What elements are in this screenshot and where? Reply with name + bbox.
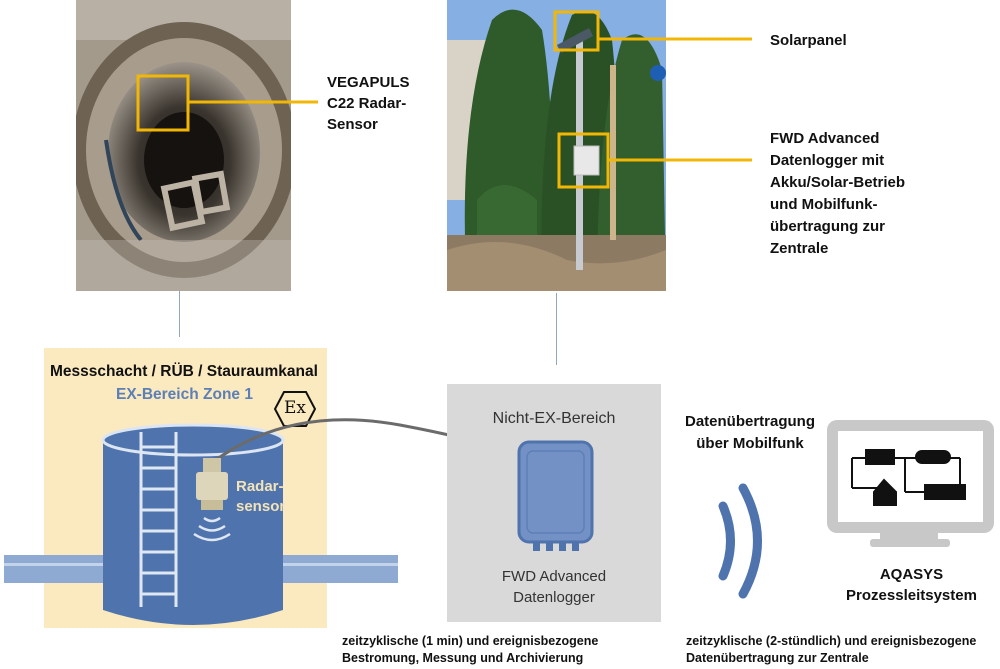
logger-label-line: Akku/Solar-Betrieb xyxy=(770,174,906,191)
logger-device-label-line: FWD Advanced xyxy=(501,568,607,585)
sensor-label-line: C22 Radar- xyxy=(327,95,407,112)
radar-sensor-label-line: Radar- xyxy=(236,478,284,495)
logger-connector-icon xyxy=(533,542,540,551)
radar-wave-icon xyxy=(193,516,231,542)
logger-label-line: übertragung zur xyxy=(770,218,885,235)
transmission-title-line: über Mobilfunk xyxy=(696,435,804,452)
logger-connector-icon xyxy=(572,542,579,551)
logger-label-line: Datenlogger mit xyxy=(770,152,885,169)
photo-connector-right xyxy=(556,293,557,365)
sensor-label-line: VEGAPULS xyxy=(327,74,410,91)
shaft-body xyxy=(103,440,283,625)
logger-post-photo xyxy=(447,0,666,291)
caption-right-line: Datenübertragung zur Zentrale xyxy=(686,651,869,665)
transmission-title-line: Datenübertragung xyxy=(684,413,815,430)
logger-post-photo-drawing xyxy=(447,0,666,291)
control-system-label: AQASYS Prozessleitsystem xyxy=(828,564,995,606)
manhole-photo xyxy=(76,0,291,291)
caption-left-line: zeitzyklische (1 min) und ereignisbezoge… xyxy=(342,634,599,648)
process-schematic-icon xyxy=(851,449,966,506)
logger-device-label: FWD Advanced Datenlogger xyxy=(447,566,661,608)
ex-zone-subtitle: EX-Bereich Zone 1 xyxy=(116,386,253,403)
control-system-label-line: AQASYS xyxy=(879,566,944,583)
caption-right-line: zeitzyklische (2-stündlich) und ereignis… xyxy=(686,634,977,648)
solar-photo-label: Solarpanel xyxy=(770,32,847,49)
radar-sensor-label: Radar- sensor xyxy=(236,477,285,517)
ex-symbol-text: Ex xyxy=(284,398,306,418)
shaft-ladder xyxy=(139,432,178,607)
manhole-photo-drawing xyxy=(76,0,291,291)
logger-photo-label: FWD Advanced Datenlogger mit Akku/Solar-… xyxy=(770,128,905,260)
sensor-photo-label: VEGAPULS C22 Radar- Sensor xyxy=(327,72,410,135)
non-ex-zone-title: Nicht-EX-Bereich xyxy=(492,410,616,427)
radar-sensor-label-line: sensor xyxy=(236,498,286,515)
logger-connector-icon xyxy=(559,542,566,551)
ex-zone-title: Messschacht / RÜB / Stauraumkanal xyxy=(50,363,318,380)
control-system-label-line: Prozessleitsystem xyxy=(846,587,977,604)
logger-label-line: Zentrale xyxy=(770,240,829,257)
logger-device-label-line: Datenlogger xyxy=(513,589,595,606)
sensor-label-line: Sensor xyxy=(327,116,378,133)
caption-left-line: Bestromung, Messung und Archivierung xyxy=(342,651,584,665)
photo-connector-left xyxy=(179,291,180,337)
caption-left: zeitzyklische (1 min) und ereignisbezoge… xyxy=(342,633,598,667)
transmission-title: Datenübertragung über Mobilfunk xyxy=(674,411,826,455)
inlet-pipe xyxy=(4,555,104,583)
logger-label-line: FWD Advanced xyxy=(770,130,880,147)
radar-sensor-icon xyxy=(196,458,228,510)
logger-label-line: und Mobilfunk- xyxy=(770,196,878,213)
caption-right: zeitzyklische (2-stündlich) und ereignis… xyxy=(686,633,976,667)
logger-connector-icon xyxy=(546,542,553,551)
outlet-pipe xyxy=(283,555,398,583)
logger-housing-icon xyxy=(517,440,594,544)
ex-hazard-icon xyxy=(274,391,316,427)
